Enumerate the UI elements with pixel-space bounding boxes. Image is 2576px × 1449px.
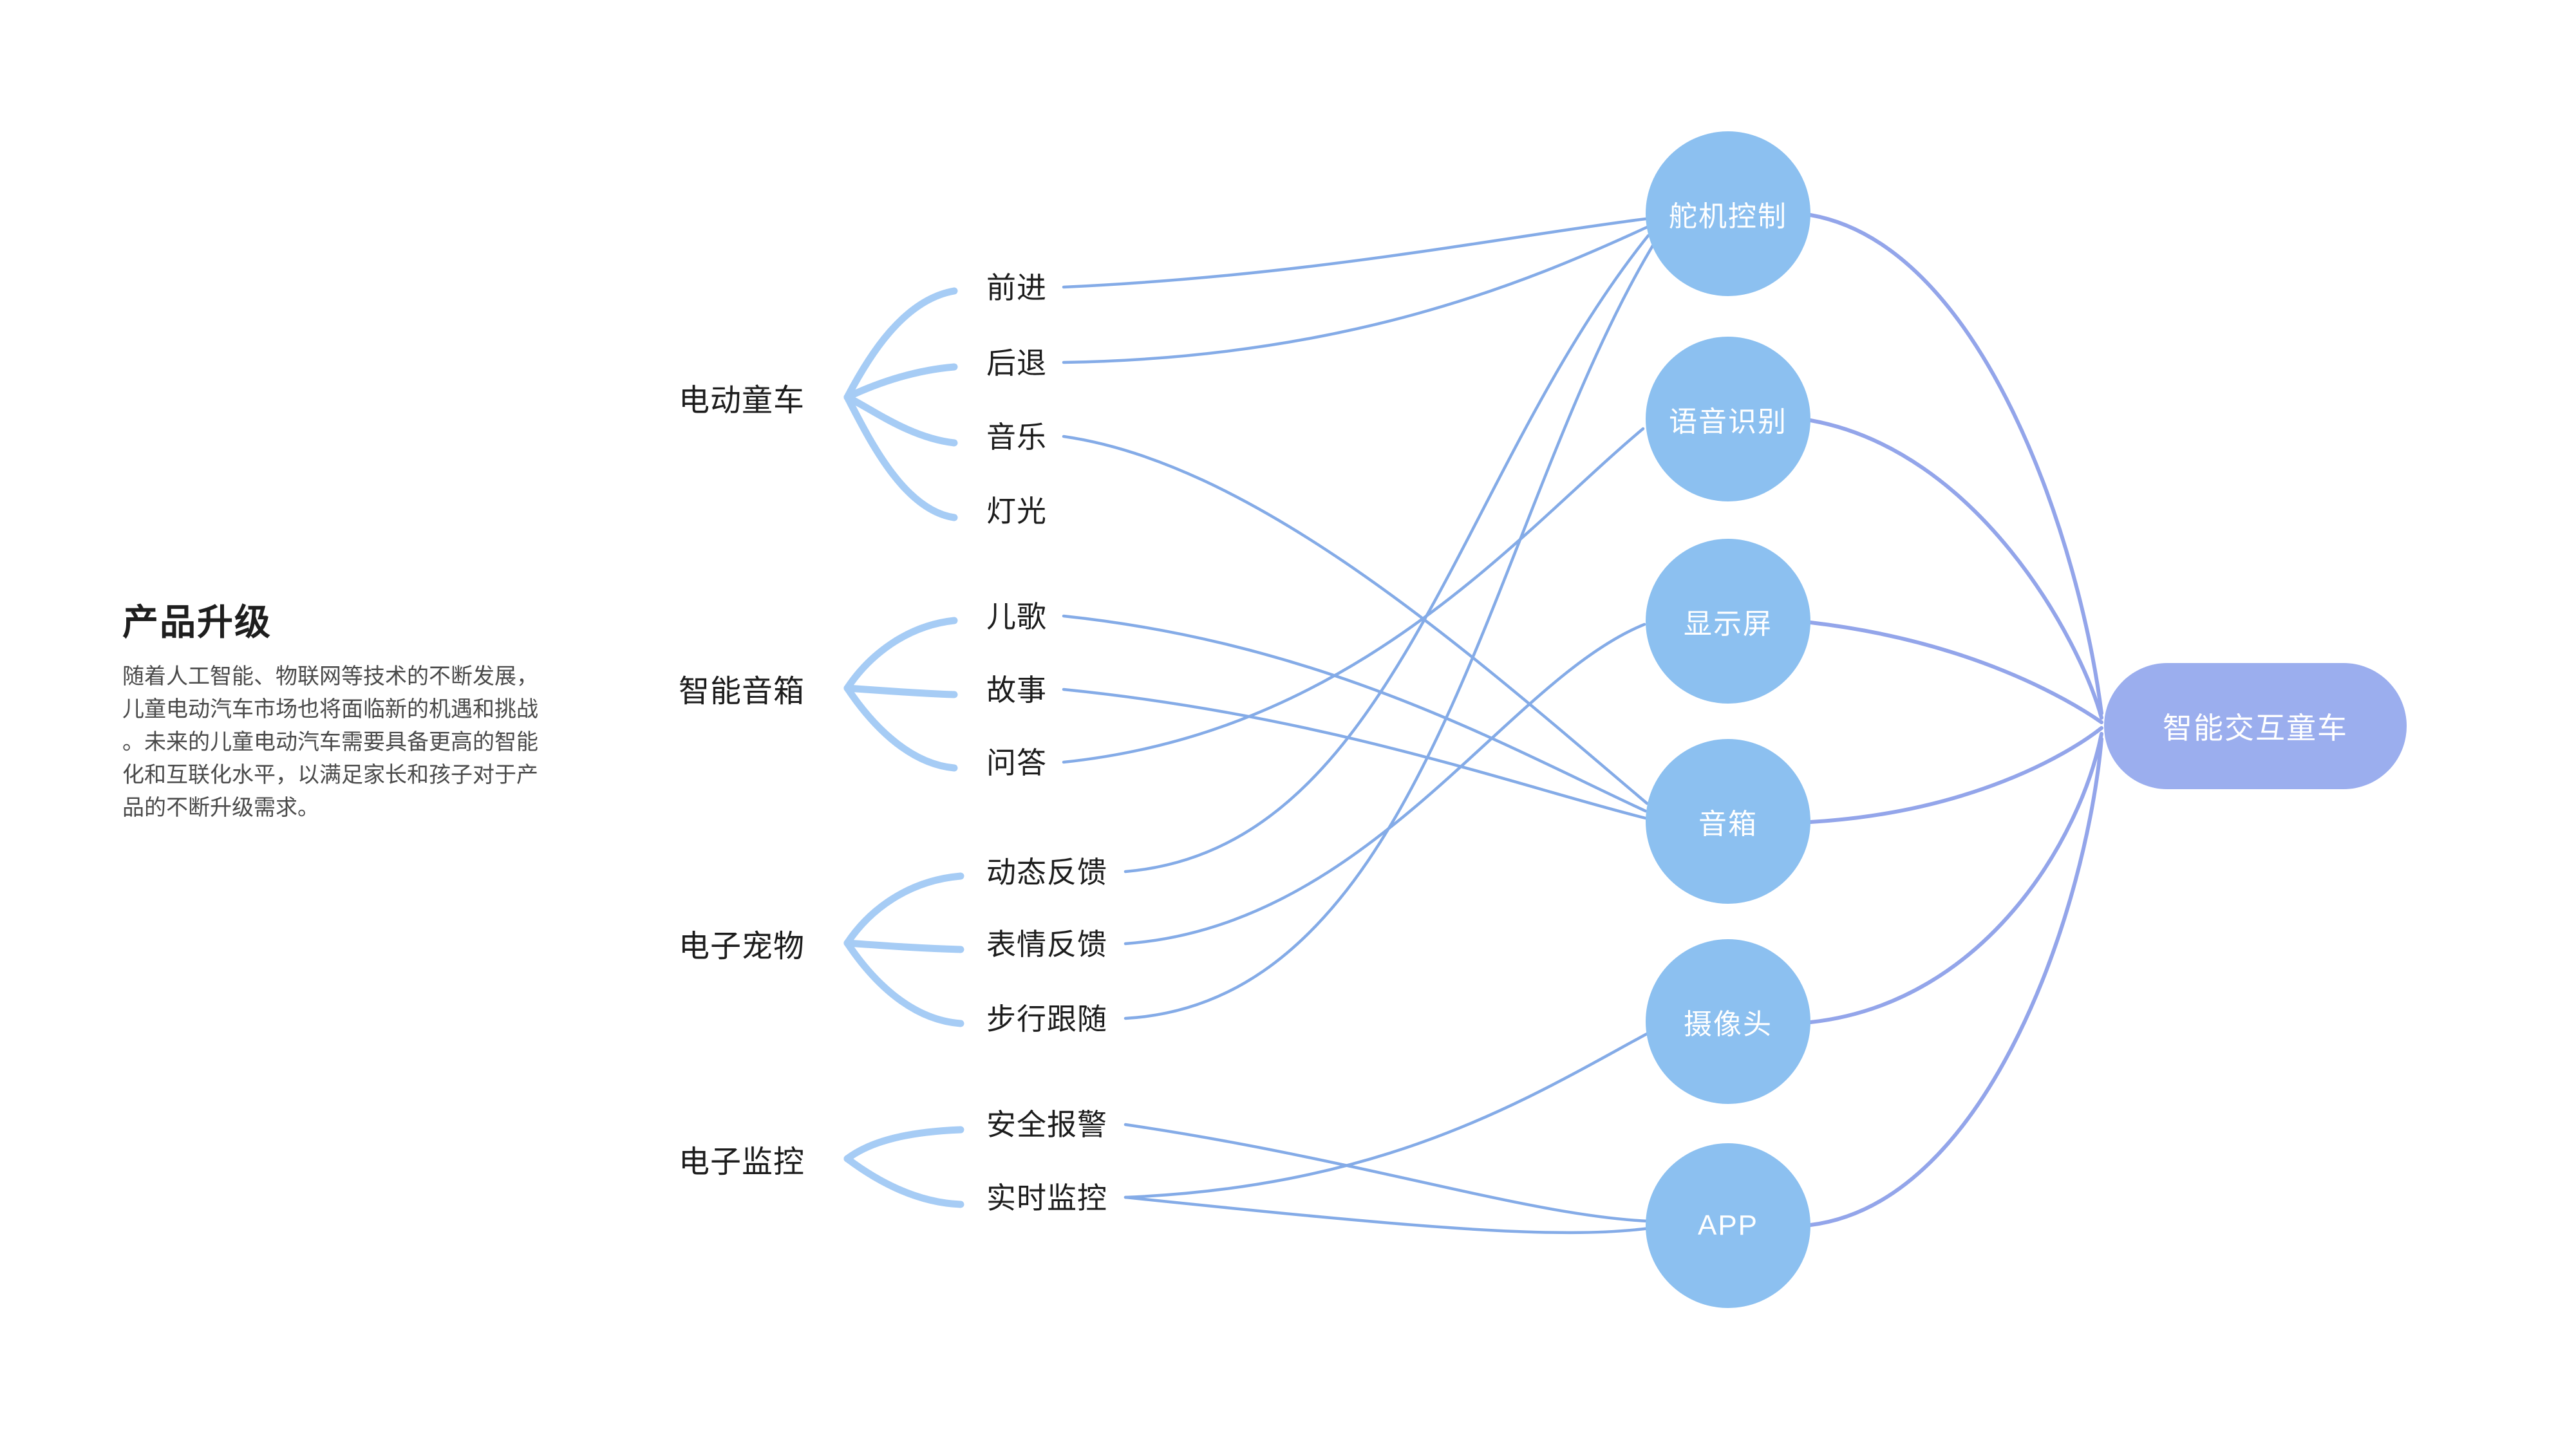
- link-qa-to-voice-recognition: [1062, 427, 1645, 764]
- branch-group-electric-ride-on: [843, 287, 958, 521]
- leaf-walk-follow: 步行跟随: [986, 1002, 1107, 1036]
- node-servo-control: 舵机控制: [1646, 131, 1810, 296]
- leaf-realtime-monitor: 实时监控: [986, 1181, 1107, 1215]
- link-camera-to-target: [1809, 732, 2103, 1024]
- leaf-safety-alarm: 安全报警: [986, 1108, 1107, 1141]
- link-display-to-target: [1809, 621, 2103, 724]
- branch-stories: [843, 684, 958, 698]
- branch-forward: [843, 287, 958, 401]
- link-speaker-to-target: [1809, 726, 2103, 824]
- link-realtime-monitor-to-camera: [1123, 1032, 1649, 1199]
- leaf-music: 音乐: [986, 420, 1047, 454]
- page-title: 产品升级: [122, 602, 272, 642]
- branch-qa: [843, 684, 958, 772]
- category-electric-ride-on: 电动童车: [679, 384, 805, 418]
- leaf-qa: 问答: [986, 746, 1047, 780]
- component-target-links: [1809, 213, 2103, 1227]
- branch-music: [843, 393, 958, 447]
- node-camera: 摄像头: [1646, 939, 1810, 1104]
- branch-kids-songs: [843, 617, 958, 692]
- node-speaker: 音箱: [1646, 739, 1810, 904]
- category-electronic-pet: 电子宠物: [679, 930, 805, 964]
- link-forward-to-servo-control: [1062, 217, 1648, 289]
- branch-lights: [843, 393, 958, 521]
- intro-paragraph: 随着人工智能、物联网等技术的不断发展，儿童电动汽车市场也将面临新的机遇和挑战。未…: [122, 664, 538, 820]
- branch-backward: [843, 363, 958, 401]
- node-display: 显示屏: [1646, 539, 1810, 704]
- leaf-stories: 故事: [986, 673, 1047, 707]
- link-realtime-monitor-to-app: [1123, 1195, 1651, 1235]
- category-electronic-monitoring: 电子监控: [679, 1145, 805, 1179]
- branch-safety-alarm: [843, 1126, 964, 1163]
- node-smart-interactive-ride-on: 智能交互童车: [2104, 663, 2407, 789]
- branch-group-electronic-pet: [843, 872, 964, 1027]
- leaf-component-links: [1062, 217, 1655, 1235]
- category-smart-speaker: 智能音箱: [679, 675, 805, 709]
- link-expression-feedback-to-display: [1123, 622, 1646, 946]
- branch-realtime-monitor: [843, 1155, 964, 1208]
- leaf-lights: 灯光: [986, 494, 1047, 528]
- link-app-to-target: [1809, 737, 2103, 1227]
- leaf-kids-songs: 儿歌: [986, 600, 1047, 633]
- link-backward-to-servo-control: [1062, 225, 1650, 364]
- link-voice-recognition-to-target: [1809, 418, 2103, 720]
- leaf-expression-feedback: 表情反馈: [986, 928, 1107, 961]
- link-servo-control-to-target: [1809, 213, 2103, 715]
- link-stories-to-speaker: [1062, 687, 1648, 820]
- branch-group-smart-speaker: [843, 617, 958, 772]
- link-safety-alarm-to-app: [1123, 1123, 1650, 1223]
- link-kids-songs-to-speaker: [1062, 614, 1648, 813]
- leaf-forward: 前进: [986, 271, 1047, 304]
- link-walk-follow-to-servo-control: [1123, 243, 1655, 1020]
- leaf-dynamic-feedback: 动态反馈: [986, 855, 1107, 889]
- branch-group-electronic-monitoring: [843, 1126, 964, 1208]
- leaf-backward: 后退: [986, 346, 1047, 380]
- node-app: APP: [1646, 1143, 1810, 1308]
- branch-walk-follow: [843, 939, 964, 1027]
- node-voice-recognition: 语音识别: [1646, 337, 1810, 501]
- link-dynamic-feedback-to-servo-control: [1123, 234, 1650, 874]
- link-music-to-speaker: [1062, 435, 1649, 805]
- branch-dynamic-feedback: [843, 872, 964, 947]
- branch-expression-feedback: [843, 939, 964, 953]
